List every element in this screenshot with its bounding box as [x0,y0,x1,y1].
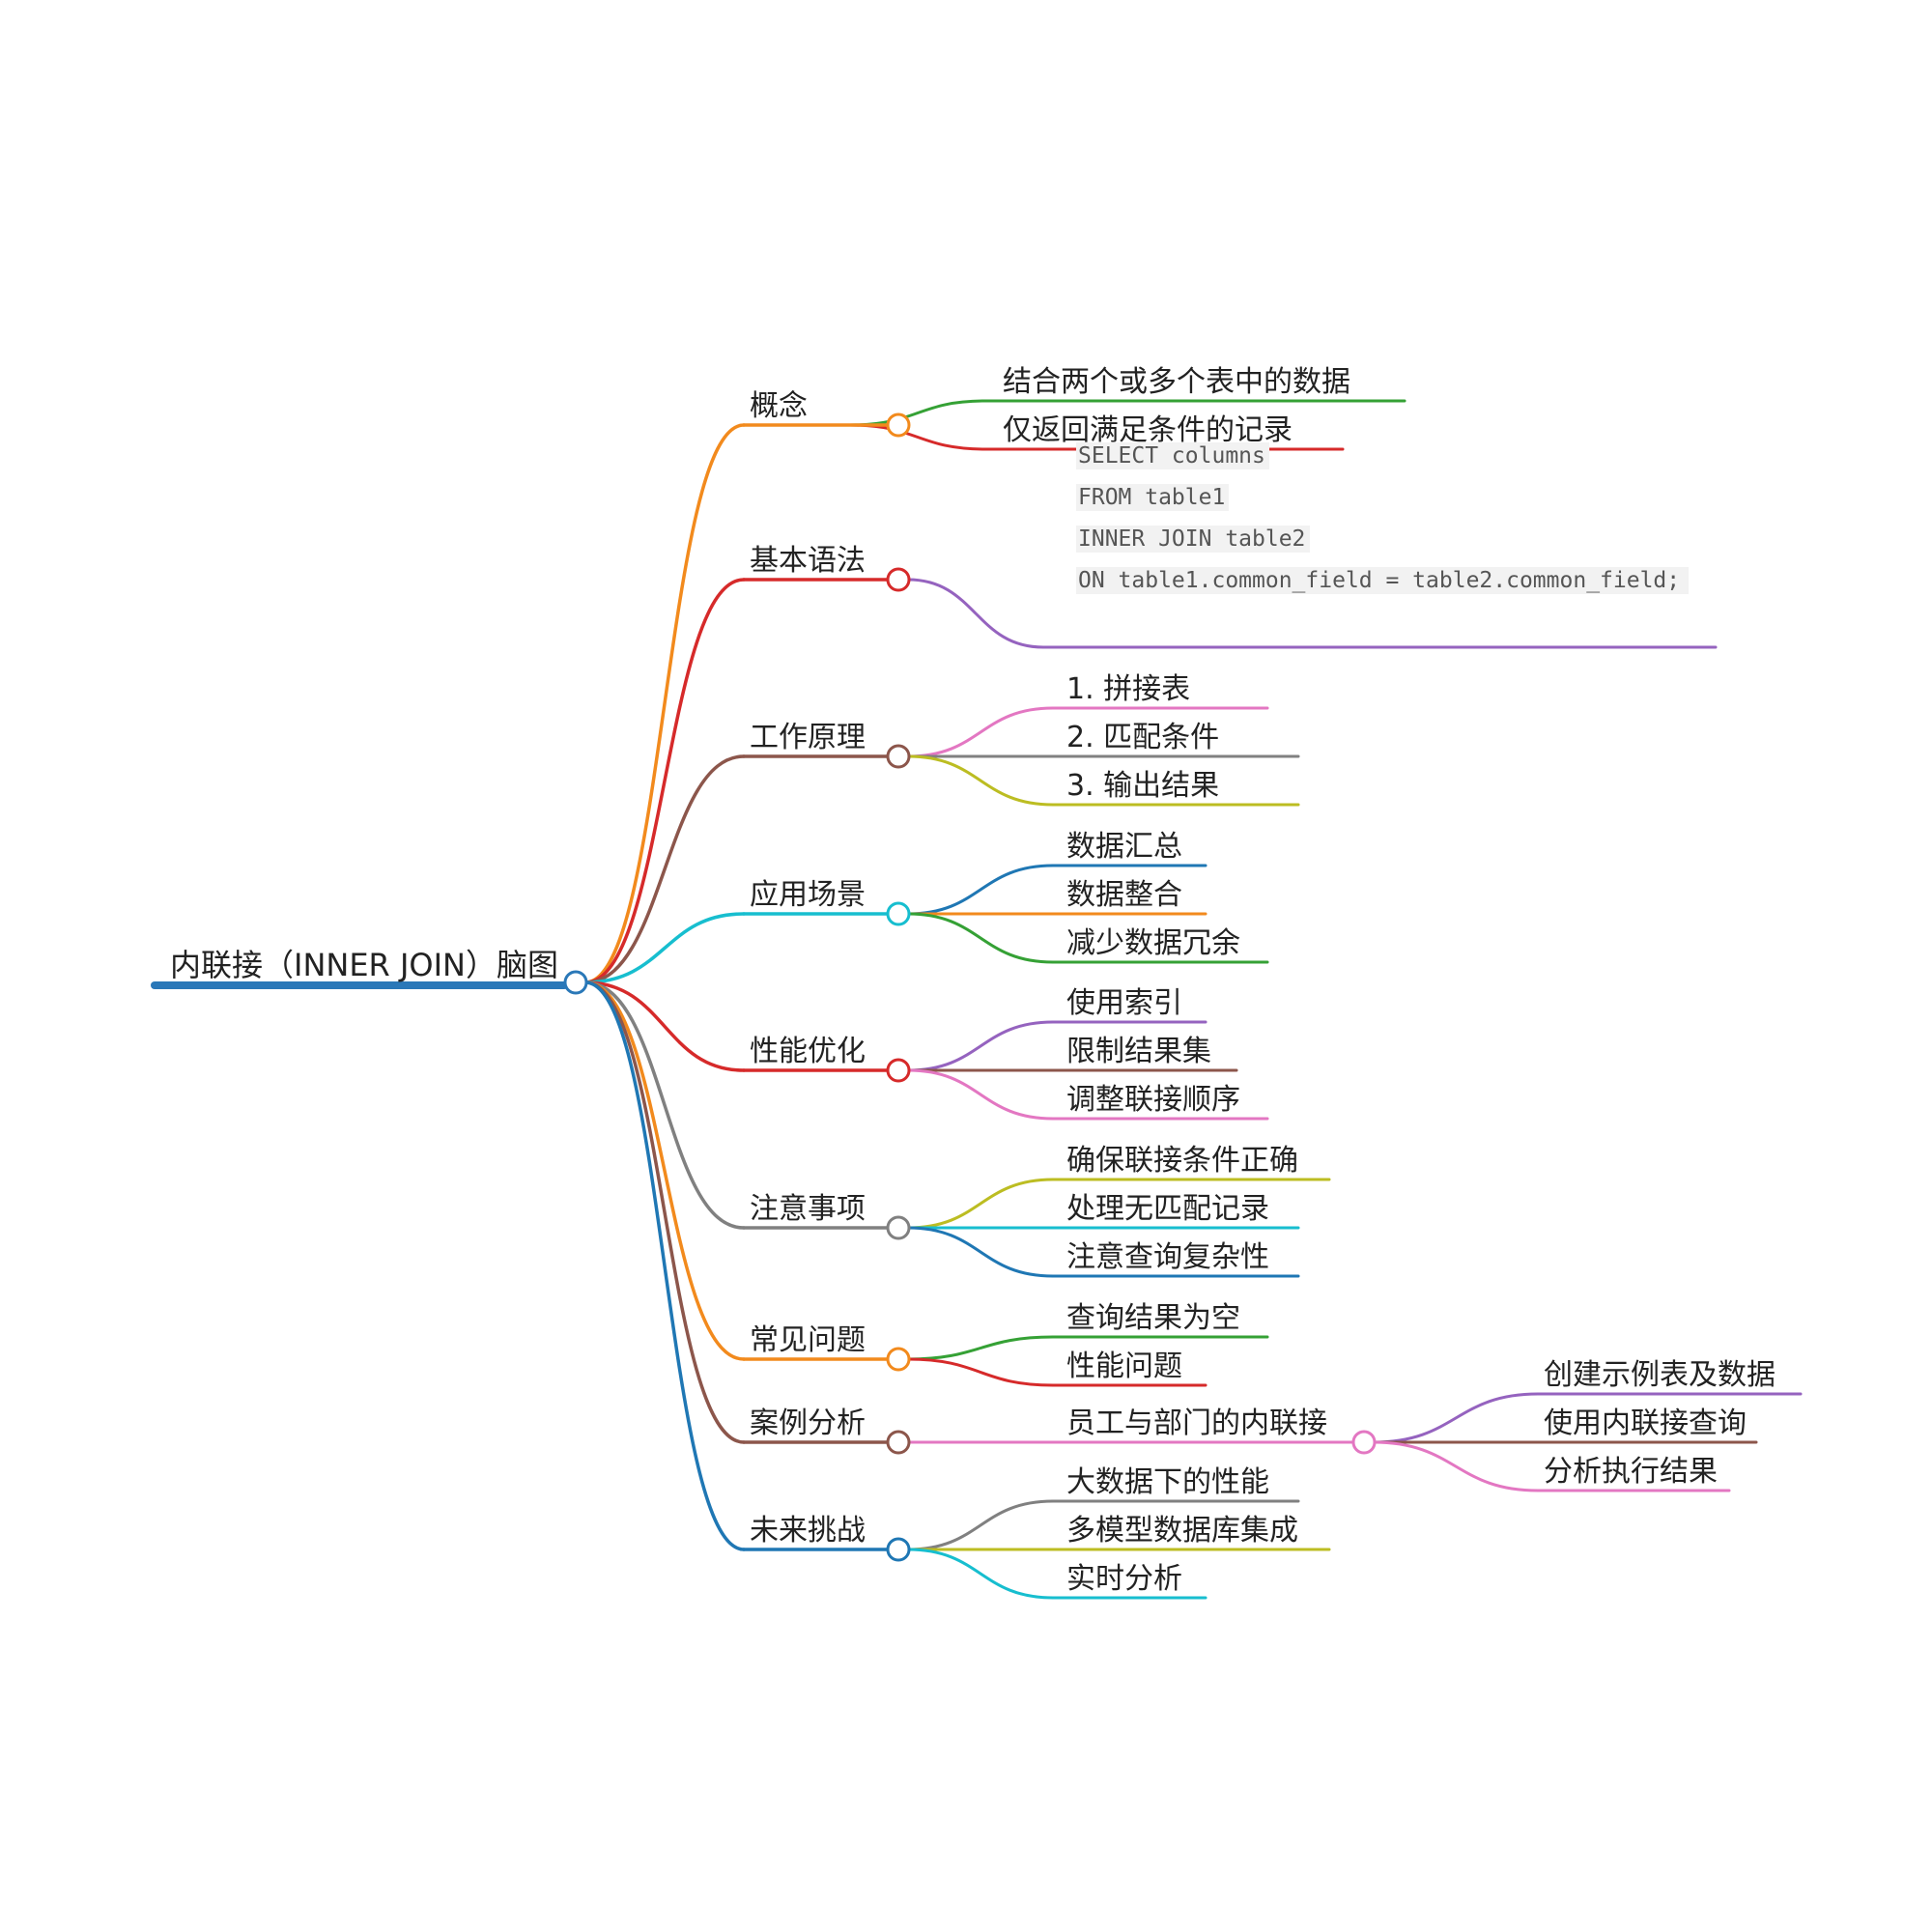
child-connector [848,399,987,427]
code-line-background [1076,526,1310,553]
code-line: INNER JOIN table2 [1078,526,1305,552]
child-label: 结合两个或多个表中的数据 [1003,365,1350,399]
code-line-background [1076,484,1229,511]
code-line: FROM table1 [1078,485,1225,510]
branch-connector [583,754,746,984]
connector-lines [583,399,1540,1600]
child-label: 3. 输出结果 [1066,769,1219,803]
code-line: ON table1.common_field = table2.common_f… [1078,568,1680,593]
child-connector [906,1499,1055,1551]
branch-label: 工作原理 [750,721,866,754]
child-connector [906,706,1055,758]
child-connector [906,1548,1055,1600]
child-label: 处理无匹配记录 [1066,1192,1269,1226]
code-line-background [1076,567,1689,594]
child-label: 实时分析 [1066,1562,1182,1596]
branch-label: 性能优化 [750,1035,866,1068]
root-label: 内联接（INNER JOIN）脑图 [170,947,558,983]
root-toggle[interactable] [563,970,588,995]
branch-connector [583,578,746,984]
branch-toggle[interactable] [886,412,911,438]
grandchild-label: 分析执行结果 [1544,1455,1718,1489]
child-connector [906,864,1055,916]
child-label: 性能问题 [1066,1350,1182,1383]
branch-connector [583,980,746,1361]
node-labels: 内联接（INNER JOIN）脑图 概念 结合两个或多个表中的数据仅返回满足条件的记… [170,365,1776,1596]
child-label: 2. 匹配条件 [1066,721,1219,754]
grandchild-label: 创建示例表及数据 [1544,1358,1776,1392]
branch-toggle[interactable] [886,1058,911,1083]
branch-connector [583,423,746,984]
grandchild-connector [1372,1392,1540,1444]
node-underlines [151,399,1803,1600]
branch-label: 注意事项 [750,1192,866,1226]
child-label: 注意查询复杂性 [1066,1240,1269,1274]
child-connector [906,1226,1055,1278]
child-label: 查询结果为空 [1066,1301,1240,1335]
child-label: 大数据下的性能 [1066,1465,1269,1499]
child-label: 使用索引 [1066,986,1182,1020]
branch-label: 基本语法 [750,544,866,578]
code-line-background [1076,442,1269,469]
branch-toggle[interactable] [886,1215,911,1240]
branch-connector [583,980,746,1444]
child-label: 仅返回满足条件的记录 [1003,413,1293,447]
child-label: 限制结果集 [1066,1035,1211,1068]
branch-toggle[interactable] [886,744,911,769]
child-label: 数据整合 [1066,878,1182,912]
node-toggles [563,412,1377,1562]
child-connector [906,1020,1055,1072]
branch-connector [583,980,746,1072]
branch-toggle[interactable] [886,1347,911,1372]
branch-toggle[interactable] [886,567,911,592]
branch-toggle[interactable] [886,1537,911,1562]
branch-connector [583,980,746,1230]
child-label: 员工与部门的内联接 [1066,1406,1327,1440]
branch-label: 概念 [750,389,808,423]
branch-toggle[interactable] [886,901,911,926]
child-toggle[interactable] [1351,1430,1377,1455]
child-label: 1. 拼接表 [1066,672,1190,706]
child-label: 数据汇总 [1066,830,1182,864]
child-connector [906,754,1055,807]
branch-label: 案例分析 [750,1406,866,1440]
child-connector [906,1178,1055,1230]
grandchild-label: 使用内联接查询 [1544,1406,1747,1440]
branch-label: 未来挑战 [750,1514,866,1548]
child-label: 确保联接条件正确 [1066,1144,1298,1178]
child-connector [906,1357,1055,1387]
child-connector [906,578,1045,649]
child-connector [848,423,987,451]
grandchild-connector [1372,1440,1540,1492]
branch-label: 常见问题 [750,1323,866,1357]
child-connector [906,912,1055,964]
child-connector [906,1335,1055,1361]
child-label: 多模型数据库集成 [1066,1514,1298,1548]
branch-toggle[interactable] [886,1430,911,1455]
branch-connector [583,912,746,984]
branch-label: 应用场景 [750,878,866,912]
branch-connector [583,980,746,1551]
child-label: 调整联接顺序 [1066,1083,1240,1117]
child-connector [906,1068,1055,1121]
code-line: SELECT columns [1078,443,1265,469]
child-label: 减少数据冗余 [1066,926,1240,960]
